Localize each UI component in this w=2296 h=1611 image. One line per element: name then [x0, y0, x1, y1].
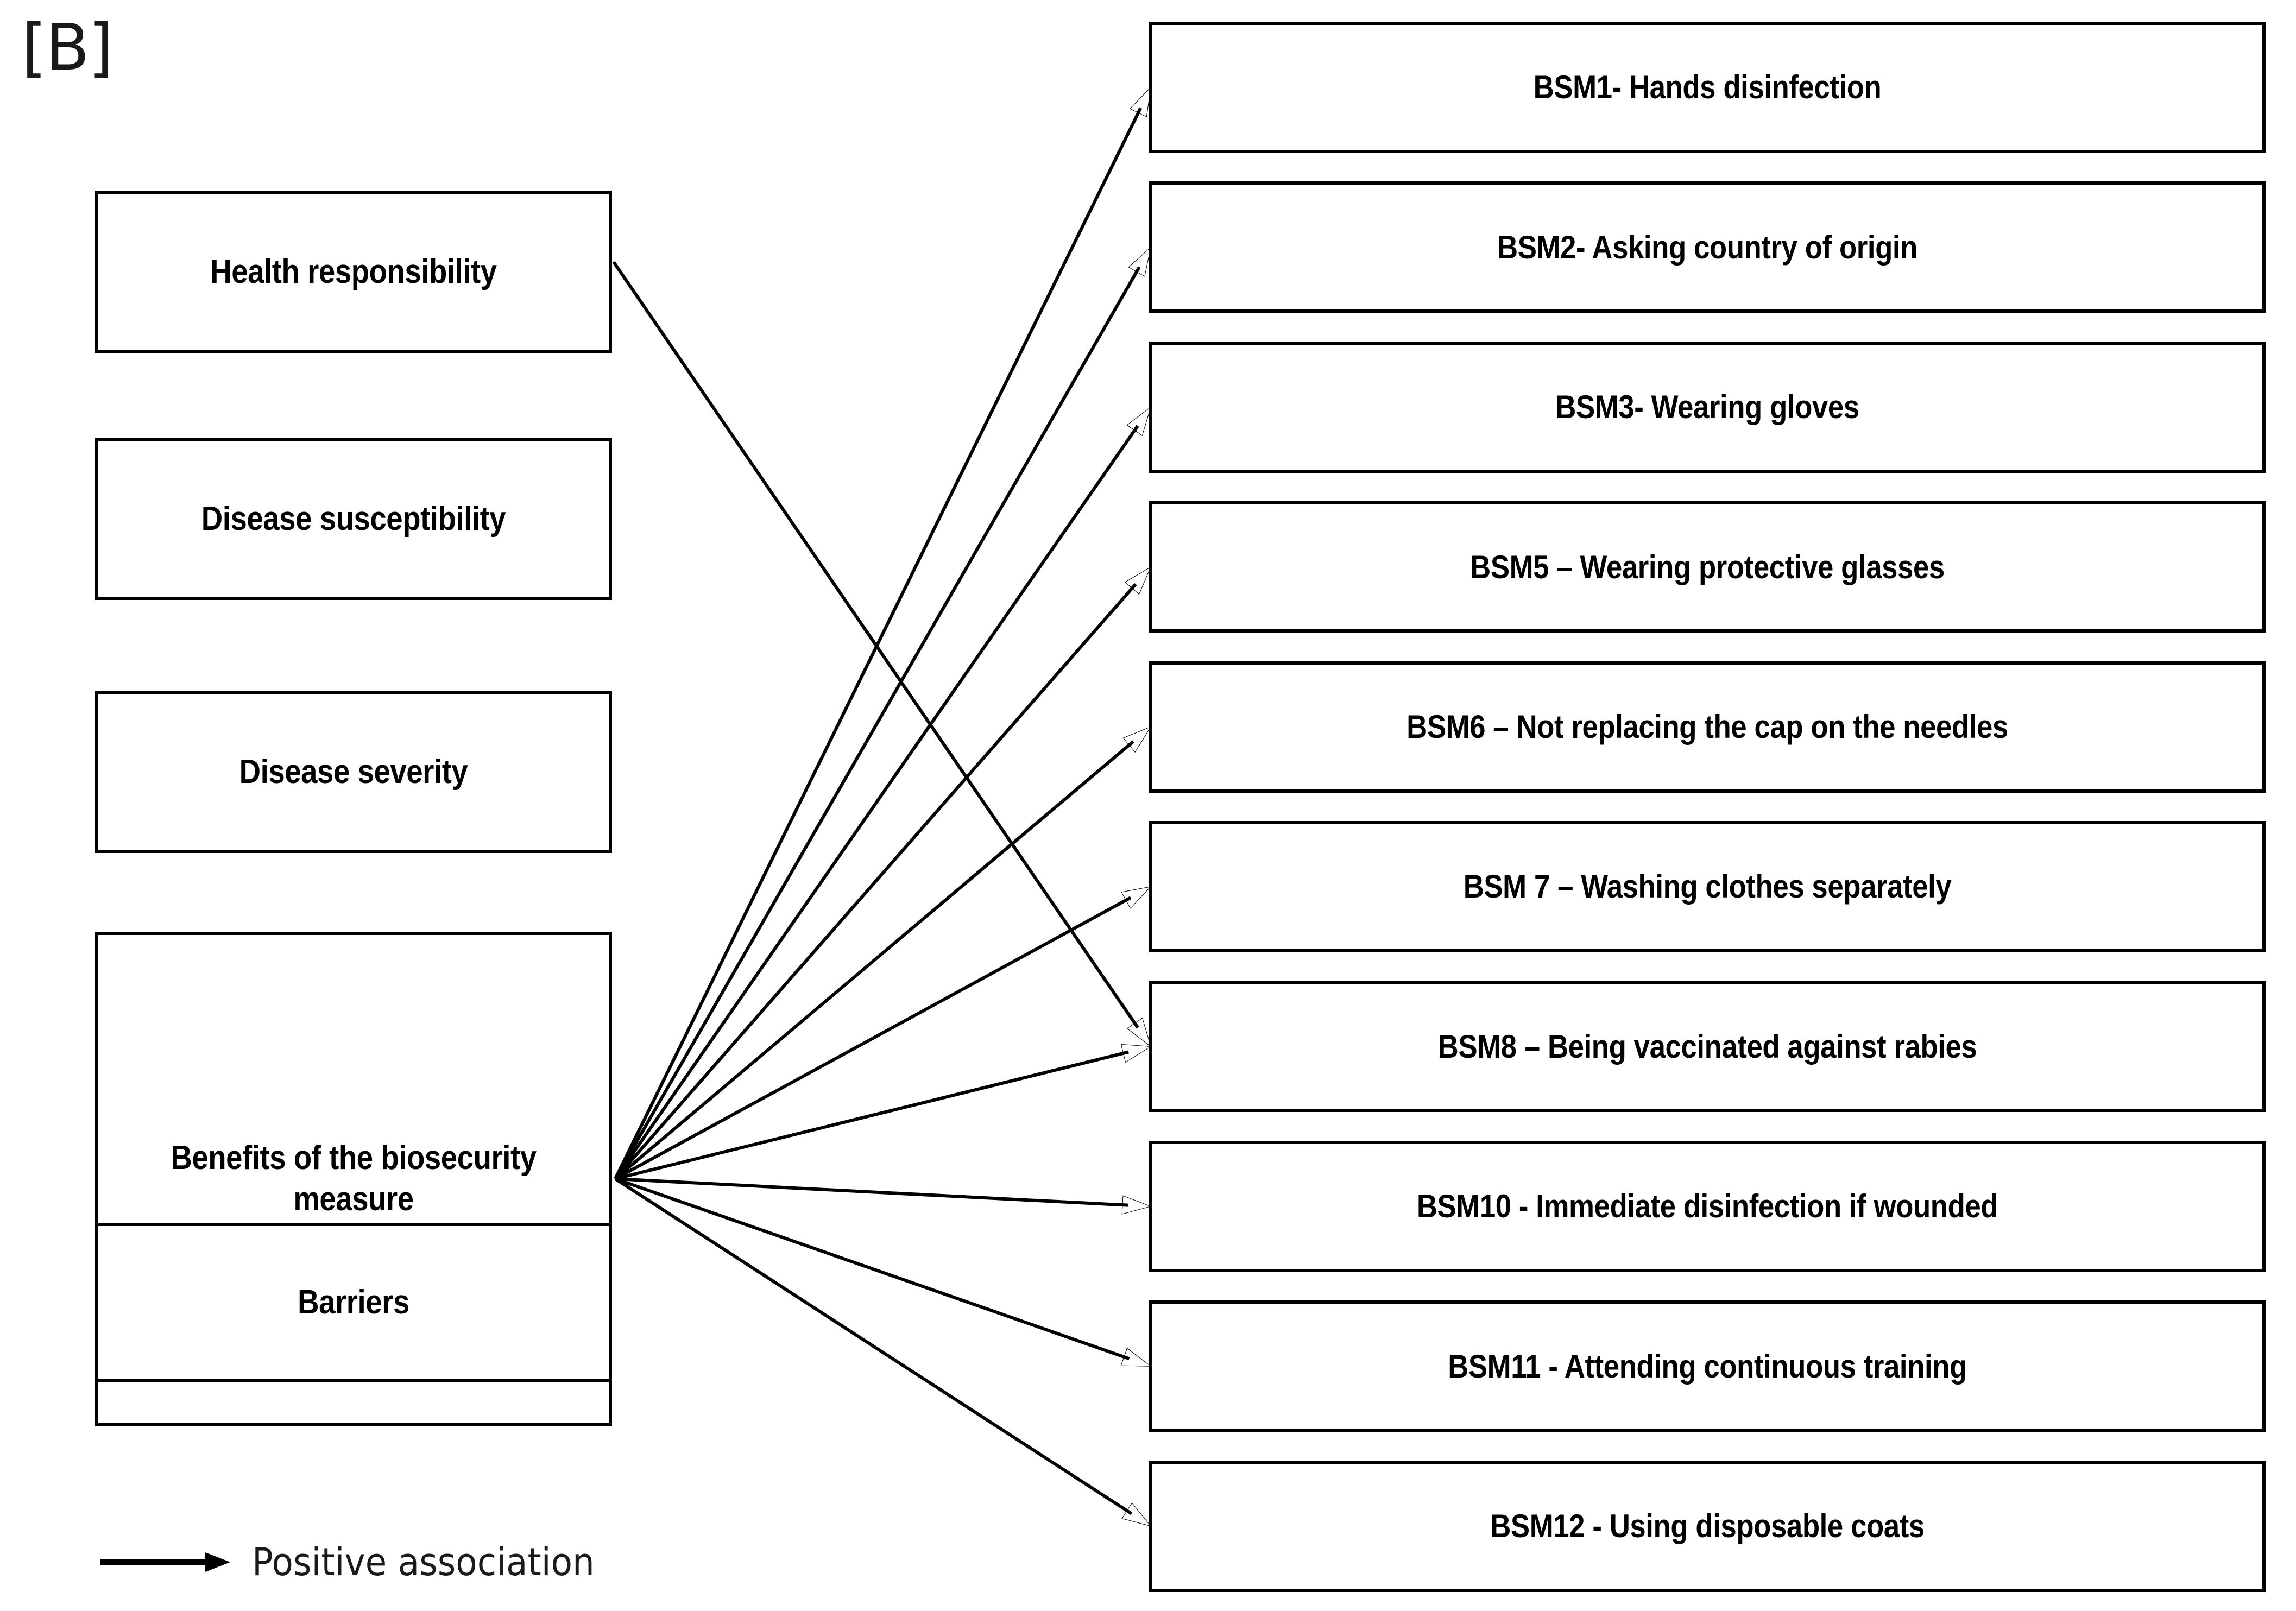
measure-label: BSM8 – Being vaccinated against rabies: [1437, 1028, 1977, 1065]
measure-label: BSM5 – Wearing protective glasses: [1470, 548, 1945, 585]
edge-benefits-of-the-biosecurity-measure-to-bsm7: [614, 886, 1152, 1180]
measure-box-bsm5[interactable]: BSM5 – Wearing protective glasses: [1149, 501, 2266, 633]
determinant-box-barriers[interactable]: Barriers: [95, 1223, 612, 1382]
determinant-label: Disease susceptibility: [201, 500, 506, 538]
arrowhead-icon: [1125, 566, 1152, 595]
determinant-label: Benefits of the biosecurity measure: [171, 1139, 537, 1218]
determinant-box-disease-severity[interactable]: Disease severity: [95, 691, 612, 853]
arrowhead-icon: [1126, 406, 1151, 437]
panel-label: [B]: [22, 10, 113, 85]
determinant-label: Disease severity: [239, 753, 468, 791]
determinant-label: Health responsibility: [210, 252, 497, 290]
measure-label: BSM12 - Using disposable coats: [1490, 1508, 1925, 1544]
edge-benefits-of-the-biosecurity-measure-to-bsm12: [614, 1177, 1152, 1527]
measure-label: BSM10 - Immediate disinfection if wounde…: [1416, 1188, 1998, 1225]
measure-label: BSM2- Asking country of origin: [1497, 229, 1917, 266]
measure-box-bsm3[interactable]: BSM3- Wearing gloves: [1149, 341, 2266, 473]
measure-box-bsm8[interactable]: BSM8 – Being vaccinated against rabies: [1149, 981, 2266, 1113]
measure-label: BSM1- Hands disinfection: [1533, 69, 1882, 106]
arrowhead-icon: [1130, 86, 1151, 117]
edge-benefits-of-the-biosecurity-measure-to-bsm1: [614, 86, 1151, 1180]
legend: Positive association: [98, 1540, 625, 1584]
arrowhead-icon: [1126, 1018, 1151, 1047]
arrowhead-icon: [1121, 886, 1152, 909]
edge-benefits-of-the-biosecurity-measure-to-bsm6: [614, 726, 1152, 1180]
measure-box-bsm1[interactable]: BSM1- Hands disinfection: [1149, 22, 2266, 153]
arrowhead-icon: [1120, 1044, 1152, 1063]
measure-label: BSM 7 – Washing clothes separately: [1463, 868, 1952, 905]
edge-benefits-of-the-biosecurity-measure-to-bsm3: [614, 406, 1151, 1180]
legend-label: Positive association: [252, 1540, 595, 1584]
measure-label: BSM6 – Not replacing the cap on the need…: [1406, 709, 2008, 745]
arrow-right-icon: [100, 1552, 230, 1572]
arrowhead-icon: [1122, 726, 1152, 753]
arrowhead-icon: [1121, 1502, 1152, 1527]
edge-benefits-of-the-biosecurity-measure-to-bsm5: [614, 566, 1152, 1180]
determinant-box-health-responsibility[interactable]: Health responsibility: [95, 191, 612, 353]
measure-box-bsm6[interactable]: BSM6 – Not replacing the cap on the need…: [1149, 661, 2266, 793]
arrowhead-icon: [1121, 1195, 1152, 1215]
determinant-label: Barriers: [298, 1283, 409, 1321]
edge-benefits-of-the-biosecurity-measure-to-bsm10: [615, 1177, 1152, 1215]
arrowhead-icon: [1120, 1348, 1152, 1367]
measure-label: BSM3- Wearing gloves: [1555, 389, 1859, 426]
edge-benefits-of-the-biosecurity-measure-to-bsm11: [615, 1177, 1152, 1367]
determinant-box-disease-susceptibility[interactable]: Disease susceptibility: [95, 438, 612, 600]
arrowhead-icon: [1128, 247, 1151, 277]
edge-benefits-of-the-biosecurity-measure-to-bsm8: [615, 1044, 1152, 1180]
measure-label: BSM11 - Attending continuous training: [1448, 1348, 1967, 1385]
edge-benefits-of-the-biosecurity-measure-to-bsm2: [614, 247, 1151, 1180]
measure-box-bsm11[interactable]: BSM11 - Attending continuous training: [1149, 1300, 2266, 1432]
measure-box-bsm7[interactable]: BSM 7 – Washing clothes separately: [1149, 821, 2266, 952]
measure-box-bsm12[interactable]: BSM12 - Using disposable coats: [1149, 1460, 2266, 1592]
measure-box-bsm10[interactable]: BSM10 - Immediate disinfection if wounde…: [1149, 1140, 2266, 1272]
measure-box-bsm2[interactable]: BSM2- Asking country of origin: [1149, 181, 2266, 313]
edge-health-responsibility-to-bsm8: [612, 261, 1151, 1047]
